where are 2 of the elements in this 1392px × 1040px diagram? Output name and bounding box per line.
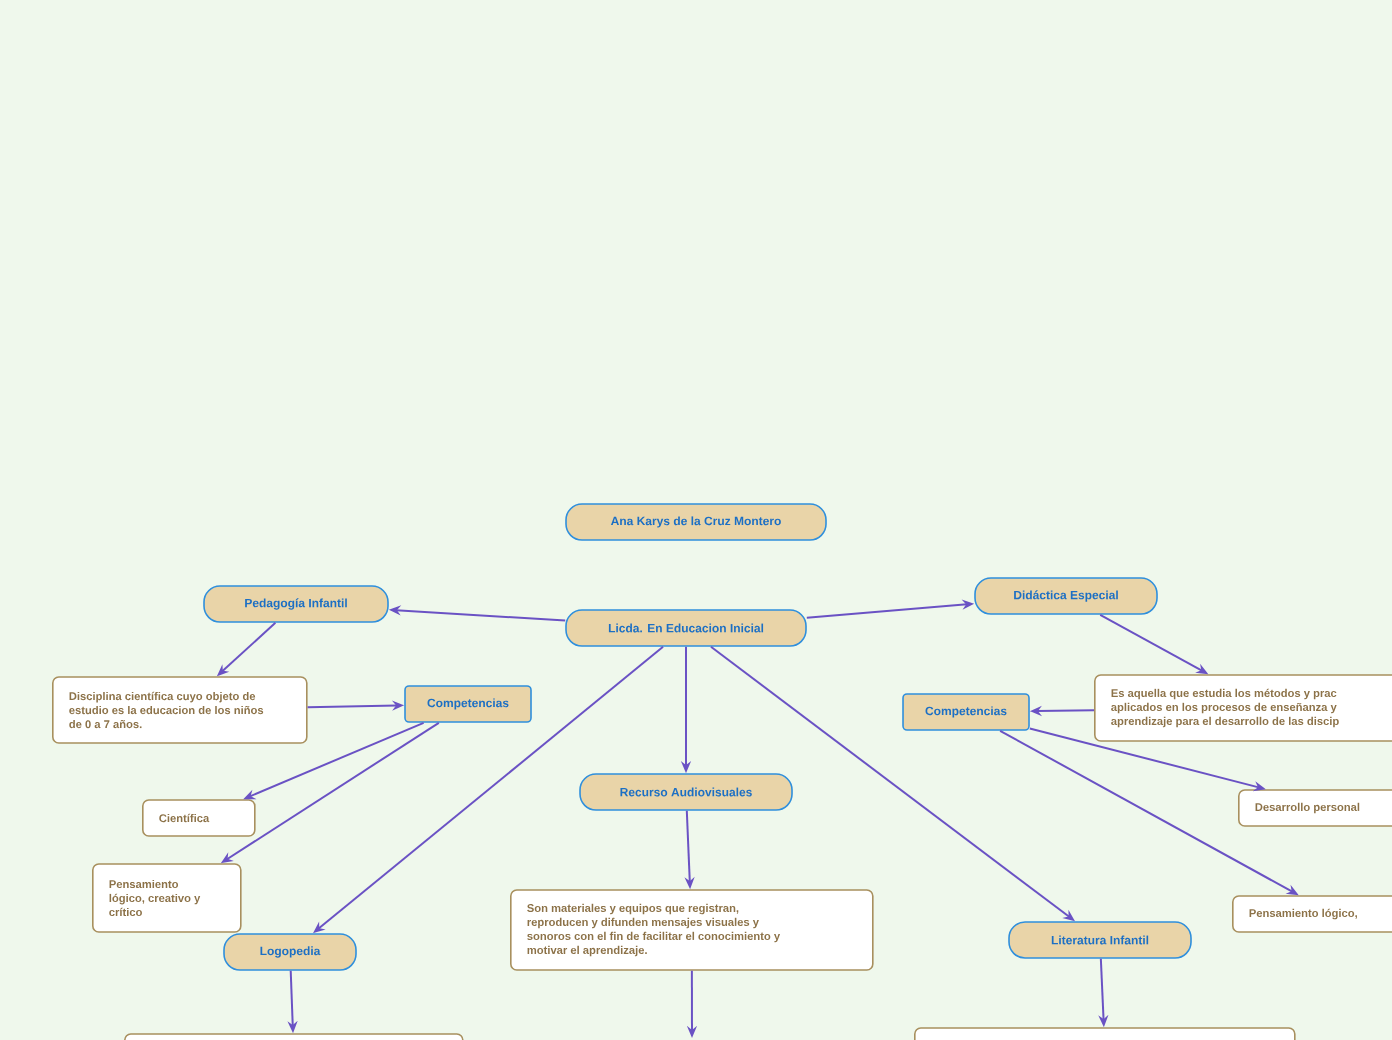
empty-card-box bbox=[914, 1027, 1296, 1040]
empty-card-box bbox=[124, 1033, 464, 1040]
